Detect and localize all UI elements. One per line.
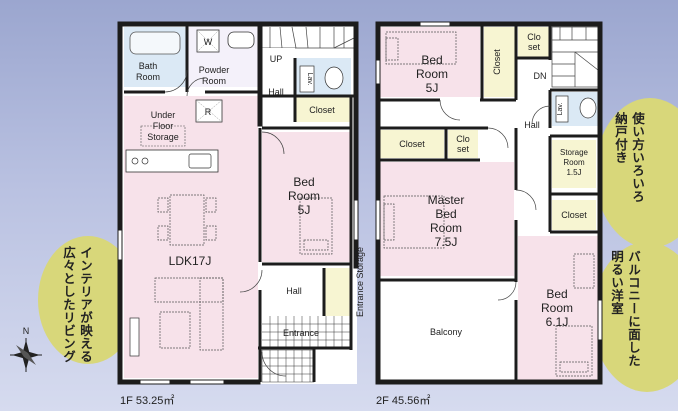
bed-top-label-1: Bed: [421, 53, 442, 67]
cl-set-b-2: set: [457, 144, 470, 154]
closet-1f-label: Closet: [309, 105, 335, 115]
bed-master: [383, 195, 445, 249]
floor-1-plan: [117, 21, 359, 385]
bed-top: [385, 31, 457, 65]
balcony-label: Balcony: [430, 327, 463, 337]
master-label-2: Bed: [435, 207, 456, 221]
windows-2f: [375, 21, 603, 341]
callout-bubble-right-bottom: [592, 242, 678, 392]
closet-top-area: [518, 27, 550, 57]
entrance-tiles: [262, 316, 351, 348]
storage-room-area: [552, 140, 596, 188]
storage-label-2: Room: [563, 158, 585, 167]
up-label: UP: [270, 54, 283, 64]
closet-a-area: [380, 130, 444, 158]
cl-set-top-2: set: [528, 42, 541, 52]
doors-1f: [164, 69, 287, 377]
bathtub: [129, 31, 181, 55]
stairs-2f: [551, 26, 599, 88]
entrance-storage-area: [324, 268, 351, 316]
closet-v-label: Closet: [492, 49, 502, 75]
bedroom-top-area: [380, 27, 480, 97]
cl-set-top-1: Clo: [527, 32, 541, 42]
bed-1f-label-2: Room: [288, 189, 320, 203]
closet-right-label: Closet: [561, 210, 587, 220]
hall-top-label: Hall: [268, 87, 284, 97]
toilet-bowl: [324, 66, 344, 90]
doors-2f: [439, 99, 551, 301]
hall-1f-area: [262, 268, 324, 316]
tv-stand: [129, 317, 140, 357]
underfloor-label-1: Under: [151, 110, 176, 120]
under-floor-storage-hatch: [140, 125, 186, 147]
hall-top-area: [262, 48, 295, 96]
bed-right-label-2: Room: [541, 301, 573, 315]
bed-right-label-3: 6.1J: [546, 315, 569, 329]
r-mark-label: R: [205, 107, 212, 117]
master-label-3: Room: [430, 221, 462, 235]
storage-label-1: Storage: [560, 148, 589, 157]
entrance-label: Entrance: [283, 328, 319, 338]
floor-2-plan: [375, 21, 603, 385]
bath-label-2: Room: [136, 72, 160, 82]
storage-label-3: 1.5J: [566, 168, 581, 177]
hall-2f-label: Hall: [524, 120, 540, 130]
master-bedroom-area: [380, 162, 514, 276]
compass-icon: [10, 338, 42, 372]
dining-chairs: [157, 197, 217, 241]
windows-1f: [117, 199, 359, 385]
bedroom-right-area: [518, 236, 598, 382]
underfloor-label-2: Floor: [153, 121, 174, 131]
bath-label-1: Bath: [139, 61, 158, 71]
ldk-label: LDK17J: [169, 254, 212, 268]
bed-1f-label-3: 5J: [298, 203, 311, 217]
sofa: [154, 277, 224, 351]
closet-v-area: [484, 27, 516, 97]
powder-label-1: Powder: [199, 65, 230, 75]
master-label-4: 7.5J: [435, 235, 458, 249]
floor-2-area-label: 2F 45.56㎡: [376, 395, 431, 407]
lav-label-1f: Lav.: [306, 73, 313, 86]
cl-set-b-1: Clo: [456, 134, 470, 144]
master-label-1: Master: [428, 193, 465, 207]
closet-b-area: [448, 130, 478, 158]
hall-1f-label: Hall: [286, 286, 302, 296]
lav-counter: [299, 65, 315, 93]
porch-tiles: [261, 349, 315, 383]
callout-bubble-right-top: [595, 98, 678, 248]
kitchen-sink: [188, 153, 212, 169]
dining-table: [169, 194, 205, 246]
balcony-area: [380, 286, 514, 382]
callout-text-right-top: 使い方いろいろ納戸付き: [613, 112, 645, 203]
closet-a-label: Closet: [399, 139, 425, 149]
washer-label: W: [204, 37, 213, 47]
floor-1-area-label: 1F 53.25㎡: [120, 395, 175, 407]
inner-walls-1f: [124, 24, 354, 382]
entrance-storage-label: Entrance Storage: [355, 247, 365, 317]
powder-label-2: Room: [202, 76, 226, 86]
bed-right-label-1: Bed: [546, 287, 567, 301]
callout-text-right-bottom: バルコニーに面した明るい洋室: [609, 250, 641, 367]
powder-sink: [227, 31, 255, 49]
bed-top-label-2: Room: [416, 67, 448, 81]
stairs-1f: [262, 26, 355, 49]
bed-1f-label-1: Bed: [293, 175, 314, 189]
callout-text-left: インテリアが映える広々としたリビング: [61, 246, 93, 363]
compass-label: N: [23, 326, 30, 336]
bed-top-label-3: 5J: [426, 81, 439, 95]
dn-label: DN: [534, 71, 547, 81]
underfloor-label-3: Storage: [147, 132, 179, 142]
bedroom-1f-area: [262, 132, 351, 262]
bed-1f: [299, 197, 333, 255]
inner-walls-2f: [380, 24, 598, 382]
lav-label-2f: Lav.: [557, 103, 564, 116]
closet-1f-area: [295, 96, 351, 122]
bed-right: [555, 253, 595, 377]
closet-right-area: [552, 200, 596, 230]
